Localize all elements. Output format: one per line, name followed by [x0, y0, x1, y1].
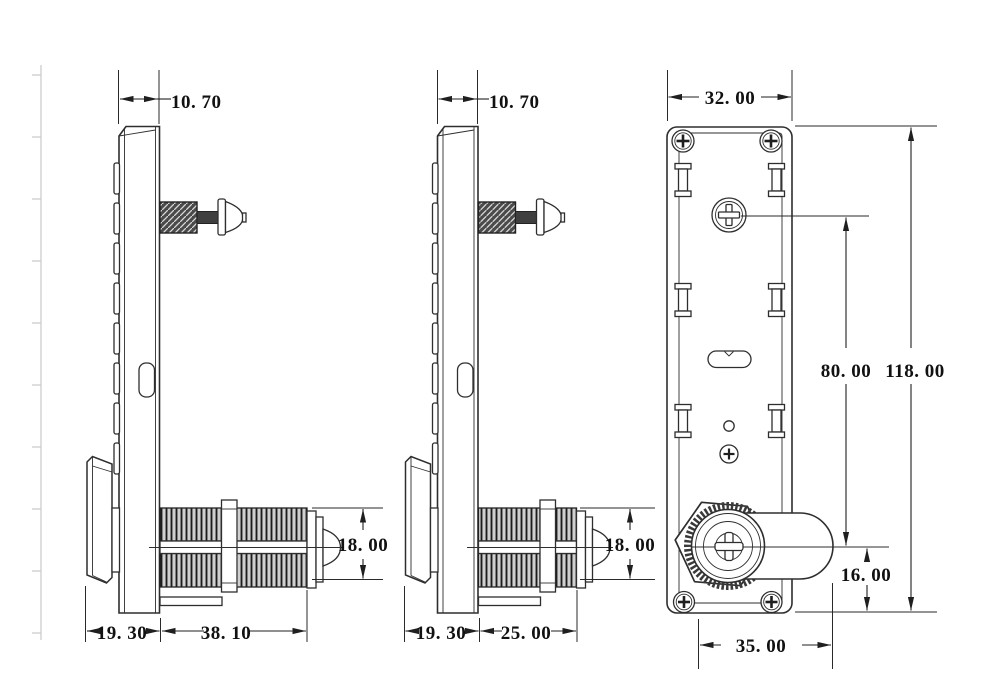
clip-cap: [767, 162, 786, 170]
faceplate-inner: [678, 132, 783, 604]
canvas-ruler: [32, 65, 42, 640]
dim-label-barrel-dia-v1: 18. 00: [338, 535, 389, 556]
clip-right-bottom: [767, 403, 786, 439]
thread-band-bottom: [477, 552, 578, 588]
threaded-barrel-long: [149, 499, 344, 593]
clip-right-top: [767, 162, 786, 198]
clip-cap: [767, 282, 786, 290]
clip-cap: [674, 162, 692, 170]
dim-label-width: 32. 00: [705, 88, 756, 109]
view-front: 32. 00 80. 00 118. 00 16. 00 35. 00: [666, 70, 944, 669]
cylinder-bezel-inner: [695, 513, 761, 579]
faceplate-outer: [666, 126, 793, 614]
dim-label-barrel-dia-v2: 18. 00: [605, 535, 656, 556]
dim-label-cam-length: 35. 00: [736, 636, 787, 657]
view-side-long-barrel: 10. 70 18. 00 19. 30 38. 10: [85, 70, 389, 644]
dim-label-base-depth-v1: 19. 30: [97, 623, 148, 644]
slot-notch: [724, 351, 734, 357]
small-screw: [719, 444, 739, 464]
dim-label-base-depth-v2: 19. 30: [416, 623, 467, 644]
clip-cap: [767, 310, 786, 318]
clip-bar: [771, 168, 782, 192]
cam-washer: [584, 516, 594, 583]
threaded-barrel-short: [467, 499, 613, 593]
corner-screws: [671, 129, 783, 614]
dimensions-view2: 10. 70 18. 00 19. 30 25. 00: [404, 70, 656, 644]
screw-bottom-right: [760, 590, 783, 614]
thread-band-top: [477, 507, 578, 542]
clip-cap: [674, 431, 692, 439]
dimensions-view3: 32. 00 80. 00 118. 00 16. 00 35. 00: [667, 70, 944, 669]
clip-bar: [677, 409, 689, 433]
dim-label-screw-to-cam: 80. 00: [821, 361, 872, 382]
dim-label-height: 118. 00: [885, 361, 944, 382]
screw-top-right: [759, 129, 783, 153]
clip-cap: [674, 282, 692, 290]
cylinder-face: [703, 521, 753, 571]
dim-label-thread-length-v1: 38. 10: [201, 623, 252, 644]
clip-cap: [767, 403, 786, 411]
clip-left-mid: [674, 282, 692, 318]
dim-label-cam-to-bottom: 16. 00: [841, 565, 892, 586]
clip-cap: [767, 190, 786, 198]
screw-bottom-left: [672, 590, 696, 614]
barrel-nut: [539, 499, 557, 593]
cam-washer: [315, 516, 324, 583]
center-screw: [711, 197, 747, 233]
clip-bar: [771, 288, 782, 312]
cam-flange: [575, 510, 587, 589]
barrel-nut: [220, 499, 238, 593]
clip-left-bottom: [674, 403, 692, 439]
clip-cap: [767, 431, 786, 439]
keyway-slot-horizontal: [714, 541, 744, 552]
clip-bar: [677, 168, 689, 192]
clip-bar: [771, 409, 782, 433]
dimensions-view1: 10. 70 18. 00 19. 30 38. 10: [85, 70, 389, 644]
indicator-led: [723, 420, 735, 432]
clip-cap: [674, 190, 692, 198]
battery-slot: [707, 350, 752, 369]
dim-label-top-width-v2: 10. 70: [489, 92, 540, 113]
clip-left-top: [674, 162, 692, 198]
dim-label-top-width-v1: 10. 70: [171, 92, 222, 113]
cam-flange: [306, 510, 317, 589]
clip-right-mid: [767, 282, 786, 318]
clip-bar: [677, 288, 689, 312]
lock-cylinder-assembly: [674, 501, 889, 590]
clip-cap: [674, 403, 692, 411]
screw-top-left: [671, 129, 695, 153]
view-side-short-barrel: 10. 70 18. 00 19. 30 25. 00: [404, 70, 656, 644]
dim-label-thread-length-v2: 25. 00: [501, 623, 552, 644]
clip-cap: [674, 310, 692, 318]
mounting-clips: [674, 162, 786, 439]
